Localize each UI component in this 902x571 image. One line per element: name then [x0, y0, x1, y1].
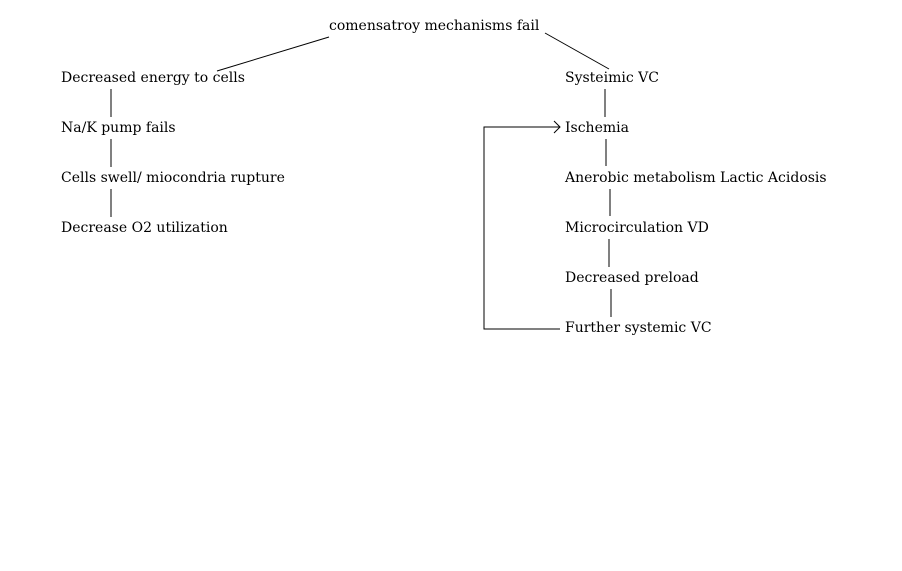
- left-node-decreased-energy: Decreased energy to cells: [61, 70, 245, 86]
- left-node-na-k-pump: Na/K pump fails: [61, 120, 176, 136]
- feedback-loop-arrowhead: [553, 120, 561, 134]
- root-node-label: comensatroy mechanisms fail: [329, 18, 540, 34]
- right-node-further-systemic-vc: Further systemic VC: [565, 320, 712, 336]
- root-to-right-branch-line: [544, 32, 610, 70]
- right-node-anerobic-metabolism: Anerobic metabolism Lactic Acidosis: [565, 170, 827, 186]
- root-to-left-branch-line: [216, 36, 330, 72]
- left-node-cells-swell: Cells swell/ miocondria rupture: [61, 170, 285, 186]
- right-node-microcirculation: Microcirculation VD: [565, 220, 709, 236]
- right-node-ischemia: Ischemia: [565, 120, 629, 136]
- left-node-decrease-o2: Decrease O2 utilization: [61, 220, 228, 236]
- right-node-systemic-vc: Systeimic VC: [565, 70, 659, 86]
- right-node-decreased-preload: Decreased preload: [565, 270, 699, 286]
- feedback-loop-line: [483, 126, 560, 330]
